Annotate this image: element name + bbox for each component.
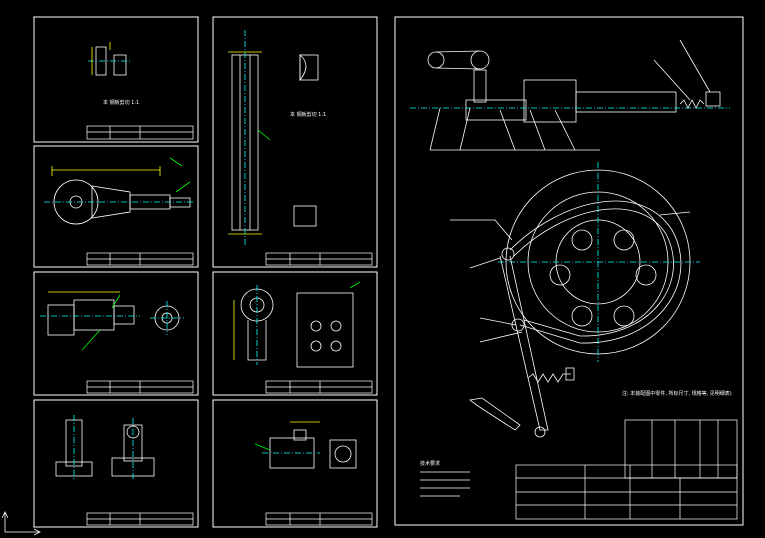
assembly-note: 注: 本装配图中零件, 所标尺寸, 规格等, 见明细表) [622, 390, 732, 397]
title-block-2 [86, 252, 194, 266]
detail-sheet-2-shaft [33, 145, 199, 268]
ucs-axis-icon [1, 511, 41, 536]
title-block-6 [265, 380, 373, 394]
title-block-5 [265, 252, 373, 266]
assembly-title-block [515, 464, 738, 520]
detail-sheet-5-lever: 本 钢板剪切 1:1 [212, 16, 378, 268]
title-block-3 [86, 380, 194, 394]
title-block-1 [86, 125, 194, 140]
detail-sheet-4-bracket [33, 399, 199, 528]
title-block-4 [86, 512, 194, 526]
sheet1-note: 本 钢板剪切 1:1 [103, 99, 139, 106]
detail-sheet-3-pin [33, 271, 199, 396]
assembly-sheet: 注: 本装配图中零件, 所标尺寸, 规格等, 见明细表) 技术要求 [394, 16, 744, 526]
sheet5-note: 本 钢板剪切 1:1 [290, 111, 326, 118]
detail-sheet-1: 本 钢板剪切 1:1 [33, 16, 199, 143]
tech-requirements-label: 技术要求 [420, 460, 440, 467]
bill-of-materials [624, 419, 738, 479]
title-block-7 [265, 512, 373, 526]
detail-sheet-7-block [212, 399, 378, 528]
detail-sheet-6-clamp [212, 271, 378, 396]
